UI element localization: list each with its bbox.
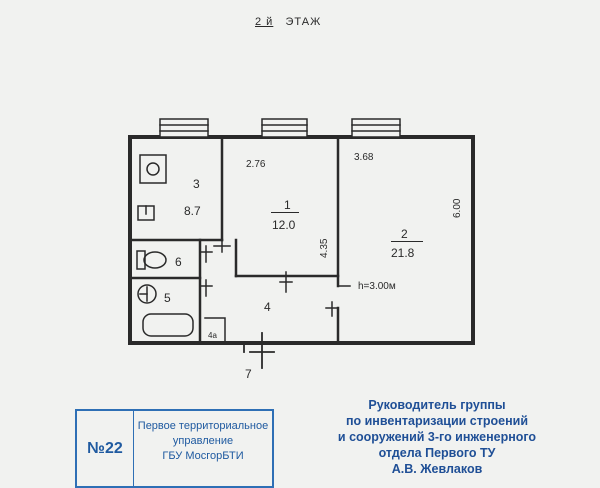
stamp-line: Первое территориальное — [137, 420, 269, 432]
floor-word: ЭТАЖ — [285, 16, 322, 28]
room2-width-dimension: 3.68 — [354, 152, 374, 163]
window-right — [351, 118, 401, 138]
window-left — [159, 118, 209, 138]
floor-title: 2 й ЭТАЖ — [255, 16, 321, 28]
room2-length-dimension: 6.00 — [452, 198, 463, 218]
room-2-number: 2 — [401, 227, 408, 241]
room-2-area: 21.8 — [391, 246, 415, 260]
toilet-icon — [136, 250, 167, 270]
stove-icon — [139, 154, 167, 184]
signature-line: по инвентаризации строений — [345, 414, 529, 428]
window-middle — [261, 118, 308, 138]
room1-width-dimension: 2.76 — [246, 159, 266, 170]
stamp-text: Первое территориальное управление ГБУ Мо… — [135, 419, 271, 464]
signature-line: Руководитель группы — [368, 398, 506, 412]
washbasin-icon — [137, 284, 157, 304]
signature-line: и сооружений 3-го инженерного — [337, 430, 537, 444]
room-1-number: 1 — [284, 198, 291, 212]
room-1-fraction-line — [271, 212, 299, 213]
stamp-number: №22 — [77, 411, 134, 486]
bathtub-icon — [142, 313, 194, 337]
room-2-fraction-line — [391, 241, 423, 242]
door-marks — [199, 235, 351, 317]
ceiling-height: h=3.00м — [358, 281, 396, 292]
room-3-number: 3 — [193, 177, 200, 191]
signature-line: отдела Первого ТУ — [378, 446, 496, 460]
entrance-door — [243, 332, 281, 369]
wall-niche — [204, 317, 226, 344]
stamp-line: ГБУ МосгорБТИ — [162, 450, 244, 462]
niche-label: 4а — [208, 331, 217, 340]
floor-number: 2 й — [255, 16, 274, 28]
room-7-number: 7 — [245, 367, 252, 381]
room-4-number: 4 — [264, 300, 271, 314]
stamp-line: управление — [172, 435, 234, 447]
room-5-number: 5 — [164, 291, 171, 305]
room1-length-dimension: 4.35 — [319, 238, 330, 258]
room-6-number: 6 — [175, 255, 182, 269]
signature-line: А.В. Жевлаков — [391, 462, 483, 476]
room-3-area: 8.7 — [184, 204, 201, 218]
bti-stamp: №22 Первое территориальное управление ГБ… — [75, 409, 274, 488]
sink-icon — [137, 205, 155, 221]
room-1-area: 12.0 — [272, 218, 296, 232]
signature-block: Руководитель группы по инвентаризации ст… — [302, 397, 572, 477]
